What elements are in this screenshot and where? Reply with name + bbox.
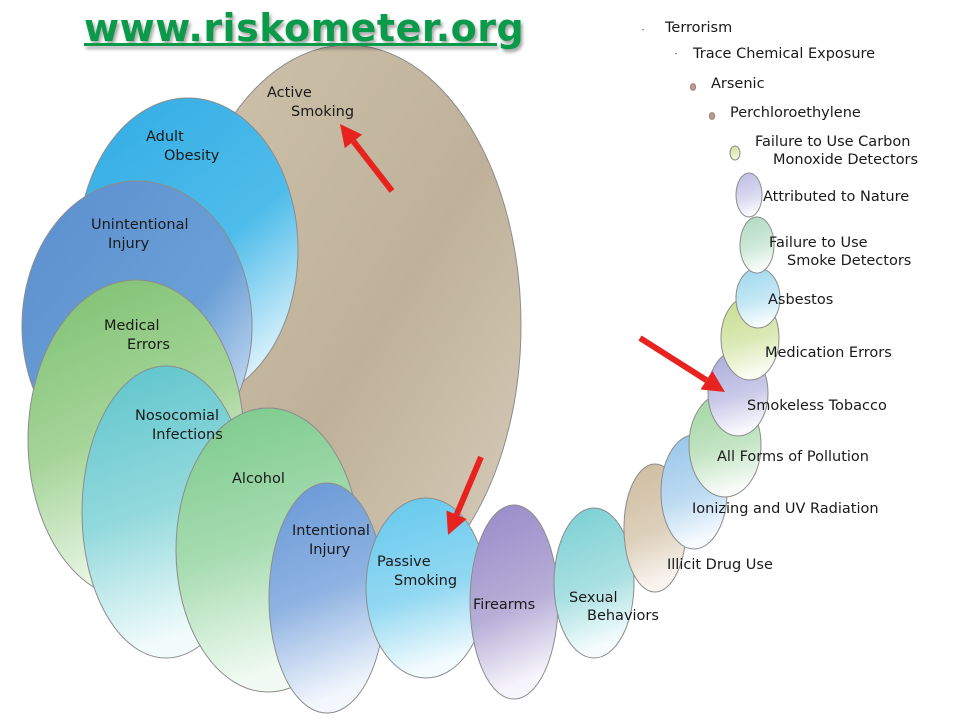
risk-label-line: Smokeless Tobacco bbox=[747, 398, 887, 414]
risk-label-line: Infections bbox=[152, 427, 223, 443]
risk-label-line: Behaviors bbox=[587, 608, 659, 624]
site-link[interactable]: www.riskometer.org bbox=[84, 6, 525, 50]
risk-label-line: Monoxide Detectors bbox=[773, 152, 918, 168]
risk-labels: ActiveSmokingAdultObesityUnintentionalIn… bbox=[91, 20, 918, 624]
risk-label-line: Medication Errors bbox=[765, 345, 892, 361]
risk-label-line: Firearms bbox=[473, 597, 535, 613]
risk-label-line: Nosocomial bbox=[135, 408, 219, 424]
bubble-attributed-to-nature bbox=[735, 172, 763, 218]
risk-label-line: Ionizing and UV Radiation bbox=[692, 501, 879, 517]
callout-arrows bbox=[340, 124, 725, 535]
risk-label-line: Smoke Detectors bbox=[787, 253, 911, 269]
risk-label-line: Active bbox=[267, 85, 312, 101]
risk-label-line: Asbestos bbox=[768, 292, 833, 308]
red-arrow-icon bbox=[340, 124, 395, 193]
risk-label-line: Unintentional bbox=[91, 217, 189, 233]
risk-label-line: Adult bbox=[146, 129, 184, 145]
bubble-arsenic bbox=[689, 83, 697, 91]
risk-label-line: Failure to Use Carbon bbox=[755, 134, 910, 150]
risk-label-line: Errors bbox=[127, 337, 170, 353]
risk-bubbles bbox=[21, 29, 781, 714]
risk-label-line: Illicit Drug Use bbox=[667, 557, 773, 573]
risk-label-line: Attributed to Nature bbox=[763, 189, 909, 205]
bubble-sexual-behaviors bbox=[553, 507, 635, 659]
risk-label-line: Terrorism bbox=[664, 20, 732, 36]
risk-label-line: Intentional bbox=[292, 523, 370, 539]
risk-label-line: Medical bbox=[104, 318, 160, 334]
risk-label-line: All Forms of Pollution bbox=[717, 449, 869, 465]
risk-label-line: Injury bbox=[108, 236, 150, 252]
bubble-trace-chemical bbox=[675, 53, 677, 55]
risk-label-line: Smoking bbox=[291, 104, 354, 120]
risk-label-line: Sexual bbox=[569, 590, 618, 606]
bubble-co-detectors bbox=[729, 145, 741, 161]
risk-label-line: Perchloroethylene bbox=[730, 105, 861, 121]
bubble-perchloroethylene bbox=[708, 112, 716, 120]
risk-label-line: Arsenic bbox=[711, 76, 765, 92]
risk-label-line: Failure to Use bbox=[769, 235, 868, 251]
risk-label-line: Smoking bbox=[394, 573, 457, 589]
red-arrow-icon bbox=[446, 455, 484, 535]
risk-label-line: Passive bbox=[377, 554, 431, 570]
risk-label-line: Obesity bbox=[164, 148, 220, 164]
risk-label-line: Trace Chemical Exposure bbox=[692, 46, 875, 62]
risk-label-line: Injury bbox=[309, 542, 351, 558]
red-arrow-icon bbox=[638, 335, 725, 392]
risk-label-line: Alcohol bbox=[232, 471, 285, 487]
bubble-smoke-detectors bbox=[739, 216, 775, 274]
bubble-terrorism bbox=[642, 29, 644, 31]
